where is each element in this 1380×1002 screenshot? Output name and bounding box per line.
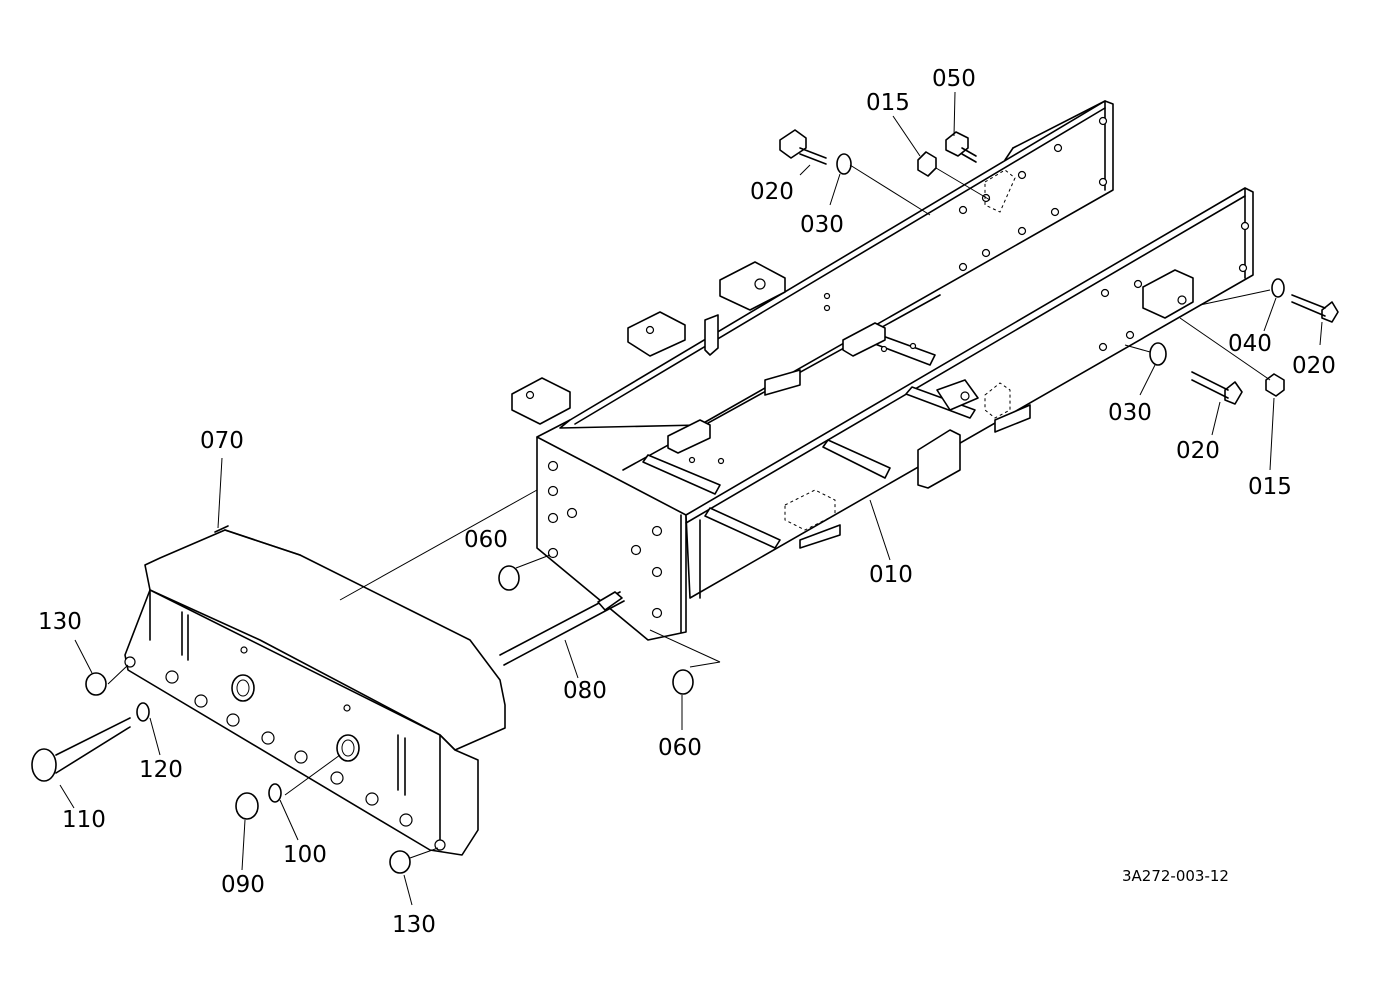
label-020-mid: 020 <box>1176 438 1220 464</box>
frame-010 <box>511 100 1254 641</box>
bushing-130-left <box>85 672 107 696</box>
label-050: 050 <box>932 66 976 92</box>
washer-030-top <box>836 153 852 175</box>
label-130-right: 130 <box>392 912 436 938</box>
label-040: 040 <box>1228 331 1272 357</box>
counterweight-070 <box>124 525 506 856</box>
bushing-130-right <box>389 850 411 874</box>
label-020-top: 020 <box>750 179 794 205</box>
bolt-110 <box>31 717 131 782</box>
stud-080 <box>499 591 625 666</box>
label-010: 010 <box>869 562 913 588</box>
label-080: 080 <box>563 678 607 704</box>
label-015-right: 015 <box>1248 474 1292 500</box>
bolt-050 <box>945 131 977 163</box>
bolt-020-right <box>1291 294 1339 323</box>
label-015-top: 015 <box>866 90 910 116</box>
nut-090 <box>235 792 259 820</box>
label-020-right: 020 <box>1292 353 1336 379</box>
front-plate <box>536 436 687 641</box>
washer-100 <box>268 783 282 803</box>
drawing-code: 3A272-003-12 <box>1122 867 1229 885</box>
label-110: 110 <box>62 807 106 833</box>
bolt-020-mid <box>1191 371 1243 405</box>
label-030-right: 030 <box>1108 400 1152 426</box>
washer-040 <box>1271 278 1285 298</box>
label-130-left: 130 <box>38 609 82 635</box>
bolt-020-top <box>779 129 827 165</box>
bushing-060-lower <box>672 669 694 695</box>
label-060-upper: 060 <box>464 527 508 553</box>
label-090: 090 <box>221 872 265 898</box>
label-120: 120 <box>139 757 183 783</box>
label-100: 100 <box>283 842 327 868</box>
part-labels: 015 050 020 030 040 020 030 020 015 070 … <box>38 66 1336 938</box>
nut-015-right <box>1265 373 1285 397</box>
label-030-top: 030 <box>800 212 844 238</box>
label-060-lower: 060 <box>658 735 702 761</box>
washer-120 <box>136 702 150 722</box>
leader-lines <box>59 91 1323 906</box>
washer-030-right <box>1149 342 1167 366</box>
label-070: 070 <box>200 428 244 454</box>
nut-015-top <box>917 151 937 177</box>
counterweight-face <box>124 589 479 856</box>
bushing-060-upper <box>498 565 520 591</box>
